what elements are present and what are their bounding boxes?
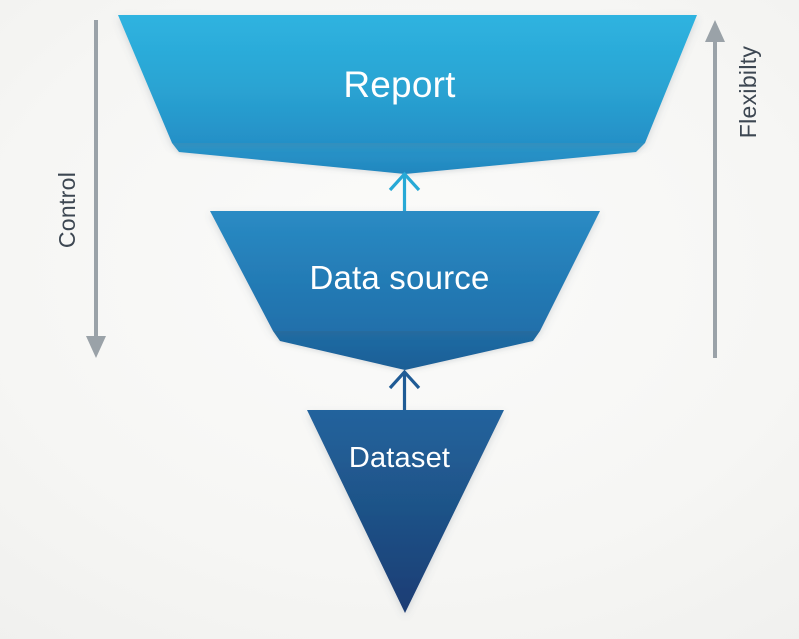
connector-data-source-to-report xyxy=(388,171,421,213)
flexibility-arrow-head-up-icon xyxy=(705,20,725,42)
funnel-stage-report[interactable] xyxy=(118,15,697,174)
dataset-shape[interactable] xyxy=(307,410,504,613)
funnel-stage-dataset[interactable] xyxy=(307,410,504,613)
control-axis-arrow xyxy=(86,20,106,358)
funnel-stage-data-source[interactable] xyxy=(210,211,600,370)
arrow-head-up-lower xyxy=(388,369,421,390)
data-source-shape[interactable] xyxy=(210,211,600,331)
control-arrow-head-down-icon xyxy=(86,336,106,358)
flexibility-axis-arrow xyxy=(705,20,725,358)
report-shape[interactable] xyxy=(118,15,697,143)
axis-label-control: Control xyxy=(54,171,80,249)
axis-label-flexibility: Flexibilty xyxy=(735,45,761,139)
data-source-fold-shape xyxy=(273,331,540,370)
connector-dataset-to-data-source xyxy=(388,369,421,412)
arrow-head-up-upper xyxy=(388,171,421,192)
report-fold-shape xyxy=(172,143,645,174)
